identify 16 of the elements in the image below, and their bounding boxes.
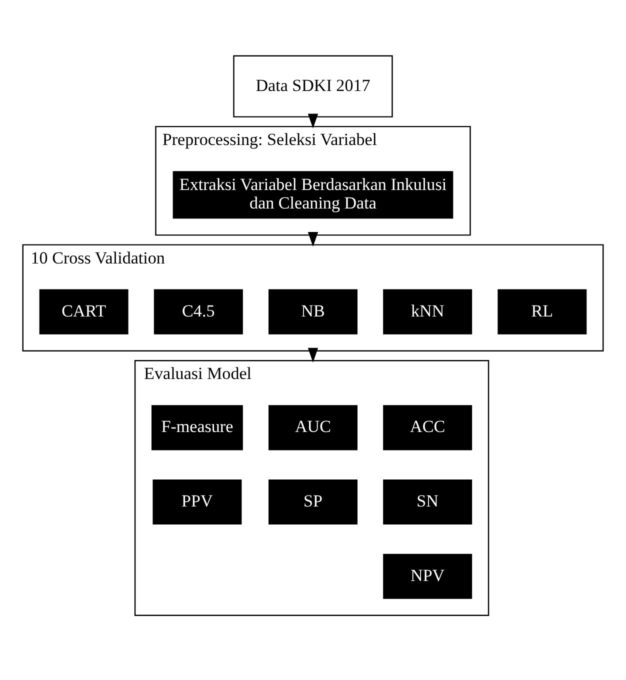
node-box: F-measure (151, 404, 243, 450)
node-box: SP (268, 478, 358, 524)
node-box: ACC (383, 404, 472, 450)
arrow (308, 113, 318, 128)
node-box: AUC (268, 404, 358, 450)
node-box: CART (39, 288, 128, 334)
arrow (308, 347, 318, 362)
node-box: C4.5 (154, 288, 243, 334)
arrow (308, 232, 318, 246)
node-box: SN (383, 478, 472, 524)
node-box: PPV (152, 478, 242, 524)
node-box: Extraksi Variabel Berdasarkan Inkulusi dan Cleaning Data (172, 170, 454, 218)
node-box: NPV (383, 553, 472, 598)
node-box: RL (498, 288, 587, 334)
node-box: kNN (383, 288, 472, 334)
node-box: NB (268, 288, 358, 334)
